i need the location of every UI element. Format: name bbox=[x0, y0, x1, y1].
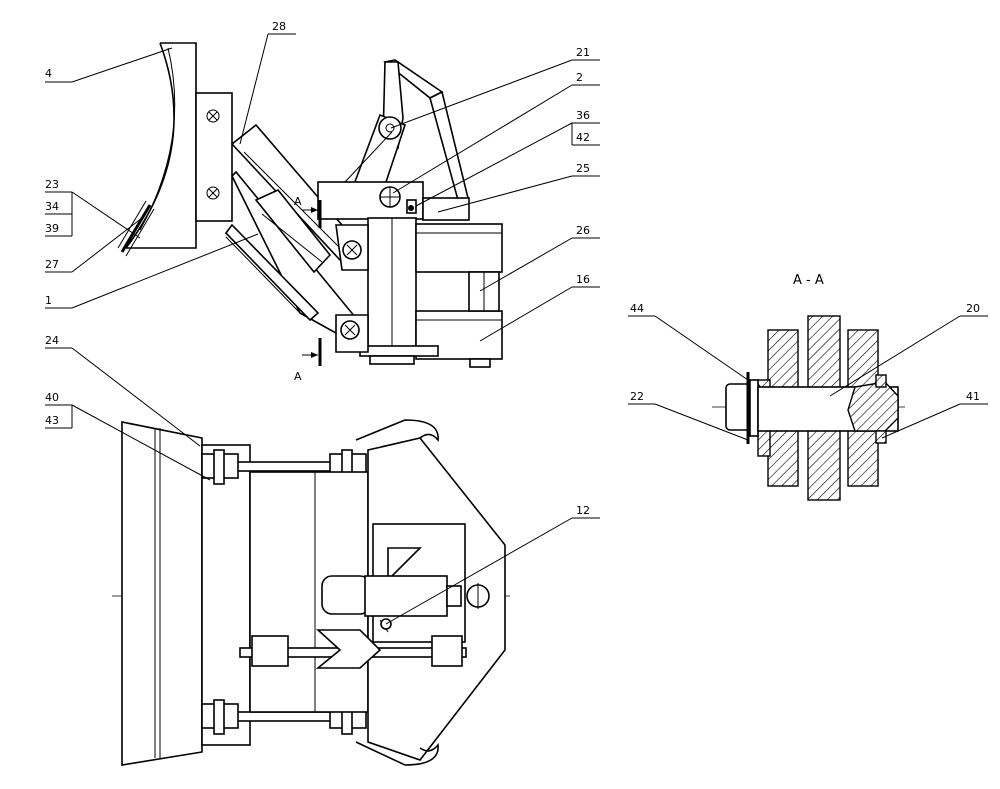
callout-2: 2 bbox=[576, 71, 583, 84]
frame bbox=[317, 181, 503, 368]
callout-22: 22 bbox=[630, 390, 644, 403]
callout-26: 26 bbox=[576, 224, 590, 237]
blade-side bbox=[117, 42, 197, 257]
callout-27: 27 bbox=[45, 258, 59, 271]
section-mark-bottom-label: A bbox=[294, 370, 302, 383]
callout-25: 25 bbox=[576, 162, 590, 175]
section-mark-top-label: A bbox=[294, 195, 302, 208]
callout-42: 42 bbox=[576, 131, 590, 144]
callout-23: 23 bbox=[45, 178, 59, 191]
callout-20: 20 bbox=[966, 302, 980, 315]
plan-view bbox=[112, 419, 510, 766]
callout-28: 28 bbox=[272, 20, 286, 33]
callout-43: 43 bbox=[45, 414, 59, 427]
callout-40: 40 bbox=[45, 391, 59, 404]
callout-34: 34 bbox=[45, 200, 59, 213]
callout-39: 39 bbox=[45, 222, 59, 235]
leader-lines bbox=[45, 33, 988, 625]
callout-21: 21 bbox=[576, 46, 590, 59]
lower-arm bbox=[224, 170, 361, 344]
callout-12: 12 bbox=[576, 504, 590, 517]
callout-4: 4 bbox=[45, 67, 52, 80]
callout-44: 44 bbox=[630, 302, 644, 315]
callout-labels: 4 28 21 2 36 42 25 26 16 23 34 39 27 1 2… bbox=[45, 20, 980, 517]
callout-16: 16 bbox=[576, 273, 590, 286]
callout-41: 41 bbox=[966, 390, 980, 403]
callout-24: 24 bbox=[45, 334, 59, 347]
callout-1: 1 bbox=[45, 294, 52, 307]
section-a-a: A - A bbox=[712, 273, 905, 501]
section-title: A - A bbox=[793, 273, 824, 288]
section-mark-a: A A bbox=[294, 195, 322, 383]
callout-36: 36 bbox=[576, 109, 590, 122]
hydraulic-cylinder bbox=[344, 59, 469, 201]
blade-mount-plate bbox=[195, 92, 233, 222]
side-view: A A bbox=[117, 42, 503, 383]
